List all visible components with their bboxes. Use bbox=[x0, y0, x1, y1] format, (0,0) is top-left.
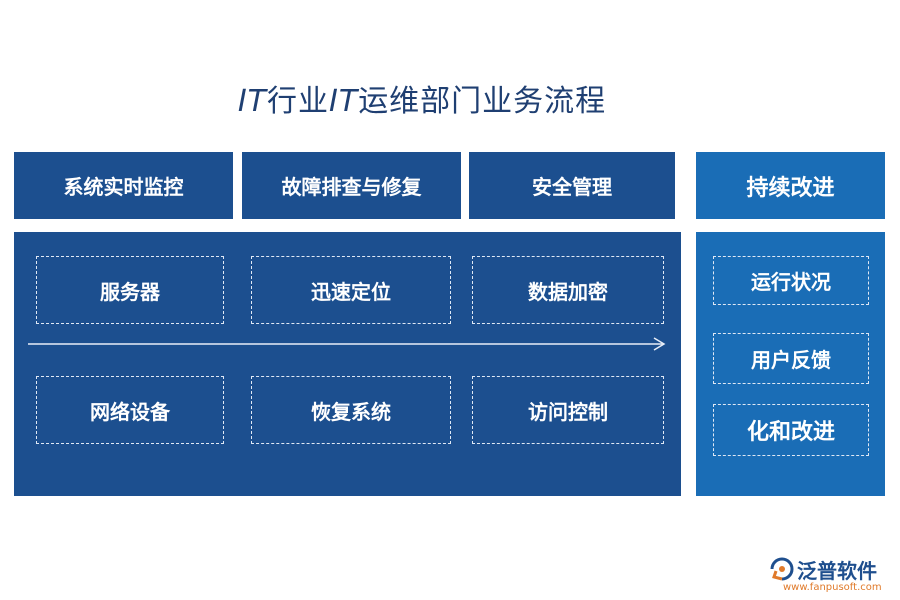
header-fault-repair: 故障排查与修复 bbox=[242, 152, 461, 219]
side-item-user-feedback: 用户反馈 bbox=[713, 333, 869, 384]
side-item-optimize-improve: 化和改进 bbox=[713, 404, 869, 456]
page-title: IT行业IT运维部门业务流程 bbox=[0, 76, 844, 120]
item-network-device: 网络设备 bbox=[36, 376, 224, 444]
title-part-it-1: IT bbox=[237, 84, 267, 119]
item-restore-system: 恢复系统 bbox=[251, 376, 451, 444]
item-access-control: 访问控制 bbox=[472, 376, 664, 444]
flow-arrow bbox=[28, 337, 666, 351]
title-part-it-2: IT bbox=[329, 84, 359, 119]
main-process-panel bbox=[14, 232, 681, 496]
improvement-panel bbox=[696, 232, 885, 496]
header-system-monitoring: 系统实时监控 bbox=[14, 152, 233, 219]
logo-url: www.fanpusoft.com bbox=[783, 582, 882, 593]
fanpu-logo-icon bbox=[770, 557, 794, 581]
header-continuous-improvement: 持续改进 bbox=[696, 152, 885, 219]
brand-logo: 泛普软件 www.fanpusoft.com bbox=[769, 555, 894, 595]
item-server: 服务器 bbox=[36, 256, 224, 324]
title-part-rest: 运维部门业务流程 bbox=[358, 84, 607, 119]
title-part-industry: 行业 bbox=[267, 84, 329, 119]
item-data-encryption: 数据加密 bbox=[472, 256, 664, 324]
header-security: 安全管理 bbox=[469, 152, 675, 219]
side-item-run-status: 运行状况 bbox=[713, 256, 869, 305]
item-quick-locate: 迅速定位 bbox=[251, 256, 451, 324]
logo-brand-name: 泛普软件 bbox=[797, 559, 877, 583]
